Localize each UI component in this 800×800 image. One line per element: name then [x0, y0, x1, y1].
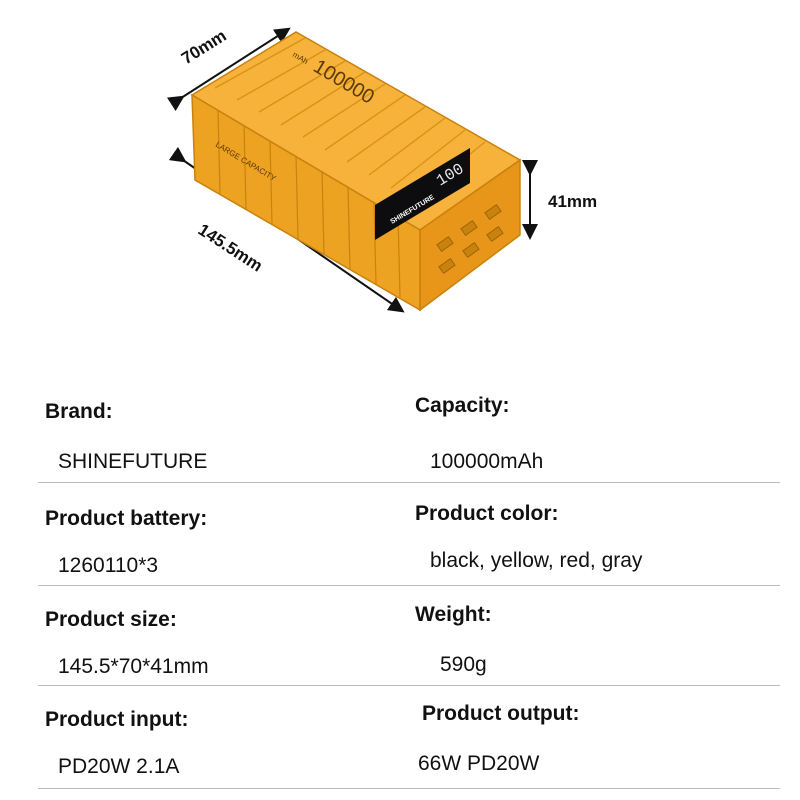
height-label: 41mm	[548, 192, 598, 211]
output-label: Product output:	[422, 702, 580, 725]
weight-label: Weight:	[415, 603, 492, 626]
output-value: 66W PD20W	[418, 752, 540, 775]
product-illustration: 100000 mAh LARGE CAPACITY 100 SHINEFUTUR…	[0, 0, 800, 340]
size-label: Product size:	[45, 608, 177, 631]
brand-label: Brand:	[45, 400, 113, 423]
row-divider	[38, 585, 780, 586]
usb-ports	[436, 204, 504, 274]
battery-label: Product battery:	[45, 507, 208, 530]
capacity-value: 100000mAh	[430, 450, 544, 473]
display-screen	[375, 148, 470, 240]
capacity-label: Capacity:	[415, 394, 510, 417]
depth-dimension-line	[166, 27, 291, 112]
side-ribs	[217, 109, 401, 298]
color-value: black, yellow, red, gray	[430, 549, 643, 572]
battery-value: 1260110*3	[58, 554, 159, 577]
row-divider	[38, 685, 780, 686]
input-label: Product input:	[45, 708, 189, 731]
power-bank-drawing: 100000 mAh LARGE CAPACITY 100 SHINEFUTUR…	[166, 27, 538, 313]
input-value: PD20W 2.1A	[58, 755, 180, 778]
row-divider	[38, 482, 780, 483]
size-value: 145.5*70*41mm	[58, 655, 209, 678]
brand-value: SHINEFUTURE	[58, 450, 208, 473]
top-ribs	[214, 37, 486, 201]
row-divider	[38, 788, 780, 789]
color-label: Product color:	[415, 502, 559, 525]
weight-value: 590g	[440, 653, 487, 676]
